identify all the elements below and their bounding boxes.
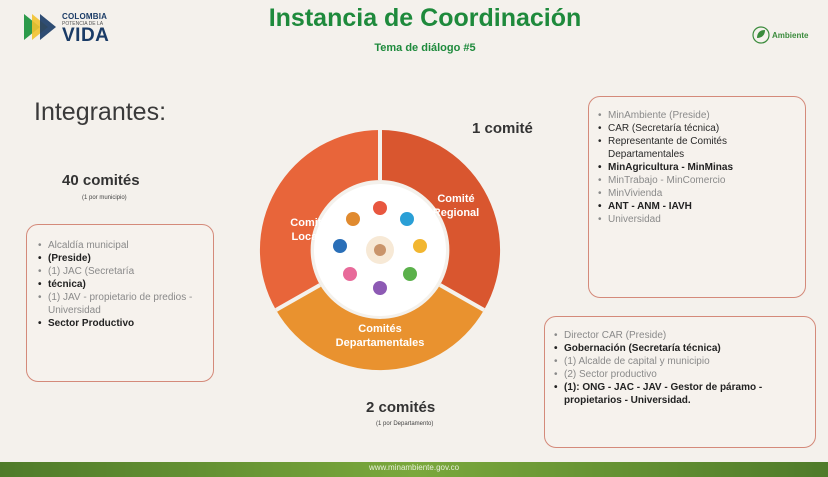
committees-cycle-diagram: Comités Locales Comité Regional Comités … (259, 129, 501, 371)
regional-member-item: MinVivienda (597, 187, 797, 200)
regional-member-item: Representante de Comités Departamentales (597, 135, 797, 161)
logo-mark-icon (24, 14, 56, 40)
regional-members-box: MinAmbiente (Preside)CAR (Secretaría téc… (588, 96, 806, 298)
locales-label: Comités (290, 217, 333, 229)
regional-member-item: MinAgricultura - MinMinas (597, 161, 797, 174)
logo-line1: COLOMBIA (62, 12, 108, 21)
community-people-icon (333, 201, 427, 295)
regional-member-item: ANT - ANM - IAVH (597, 200, 797, 213)
footer-bar: www.minambiente.gov.co (0, 462, 828, 477)
locales-member-item: Sector Productivo (37, 317, 205, 330)
footer-url[interactable]: www.minambiente.gov.co (368, 463, 460, 472)
locales-count: 40 comités (62, 172, 140, 189)
regional-member-item: MinTrabajo - MinComercio (597, 174, 797, 187)
integrantes-heading: Integrantes: (34, 98, 167, 126)
departamentales-member-item: (1): ONG - JAC - JAV - Gestor de páramo … (553, 381, 807, 407)
departamentales-member-item: (1) Alcalde de capital y municipio (553, 355, 807, 368)
ministry-name: Ambiente (772, 31, 809, 40)
regional-label-line2: Regional (433, 207, 479, 219)
locales-members-box: Alcaldía municipal(Preside)(1) JAC (Secr… (26, 224, 214, 382)
colombia-potencia-de-la-vida-logo: COLOMBIA POTENCIA DE LA VIDA (22, 8, 172, 48)
departamentales-count: 2 comités (366, 399, 436, 416)
slide-subtitle: Tema de diálogo #5 (374, 42, 476, 54)
regional-members-list: MinAmbiente (Preside)CAR (Secretaría téc… (597, 109, 797, 226)
regional-member-item: CAR (Secretaría técnica) (597, 122, 797, 135)
slide-title: Instancia de Coordinación (268, 4, 582, 32)
logo-line3: VIDA (62, 25, 110, 46)
departamentales-member-item: Gobernación (Secretaría técnica) (553, 342, 807, 355)
departamentales-segment (276, 285, 484, 371)
ministry-logo: Ambiente (752, 26, 822, 46)
locales-member-item: Alcaldía municipal (37, 239, 205, 252)
departamentales-label-line2: Departamentales (336, 337, 425, 349)
locales-member-item: (1) JAV - propietario de predios - Unive… (37, 291, 205, 317)
departamentales-label: Comités (358, 323, 401, 335)
regional-count: 1 comité (472, 120, 533, 137)
locales-member-item: (Preside) (37, 252, 205, 265)
regional-segment (380, 129, 501, 310)
departamentales-members-box: Director CAR (Preside)Gobernación (Secre… (544, 316, 816, 448)
locales-label-line2: Locales (292, 231, 333, 243)
locales-note: (1 por municipio) (82, 195, 127, 201)
regional-label: Comité (437, 193, 474, 205)
locales-member-item: (1) JAC (Secretaría (37, 265, 205, 278)
departamentales-note: (1 por Departamento) (376, 421, 434, 427)
departamentales-members-list: Director CAR (Preside)Gobernación (Secre… (553, 329, 807, 407)
locales-member-item: técnica) (37, 278, 205, 291)
locales-segment (259, 129, 380, 310)
logo-line2: POTENCIA DE LA (62, 21, 104, 27)
regional-member-item: Universidad (597, 213, 797, 226)
regional-member-item: MinAmbiente (Preside) (597, 109, 797, 122)
departamentales-member-item: Director CAR (Preside) (553, 329, 807, 342)
ambiente-leaf-icon (752, 26, 770, 44)
departamentales-member-item: (2) Sector productivo (553, 368, 807, 381)
locales-members-list: Alcaldía municipal(Preside)(1) JAC (Secr… (37, 239, 205, 330)
